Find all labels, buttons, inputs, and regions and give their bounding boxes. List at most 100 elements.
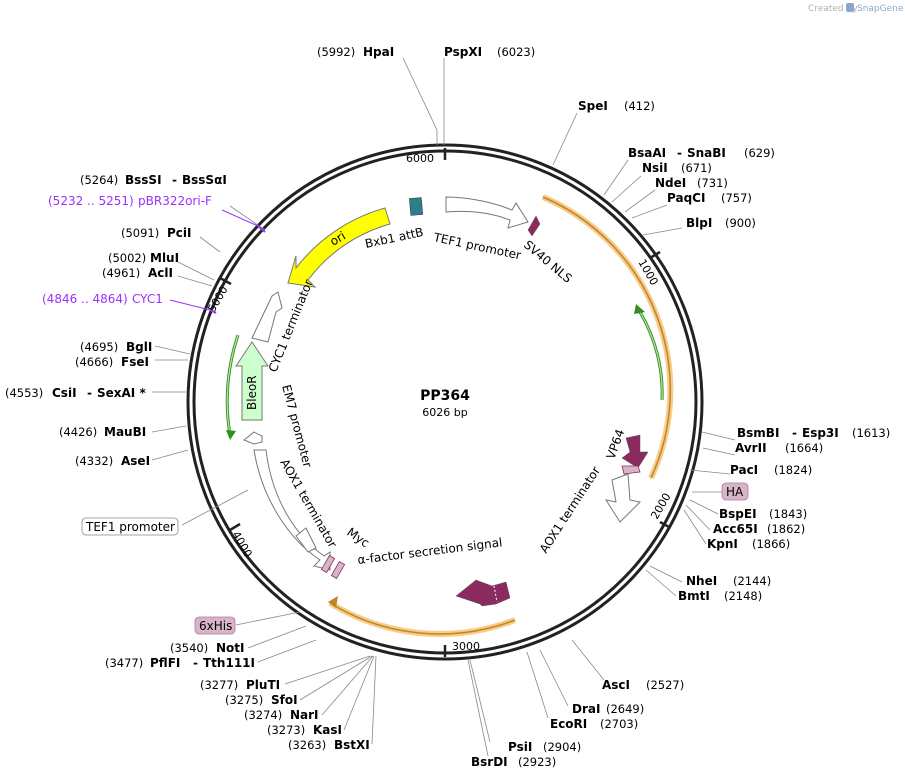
enzyme-mlui: MluI xyxy=(150,251,179,265)
enzyme-pspxi-pos: (6023) xyxy=(497,45,535,59)
tef1-promoter-box xyxy=(81,517,179,536)
enzyme-paqci-pos: (757) xyxy=(721,191,752,205)
backbone-outer xyxy=(186,143,704,661)
enzyme-bgli: BglI xyxy=(126,340,152,354)
enzyme-ndei-pos: (731) xyxy=(697,176,728,190)
enzyme-hpai: HpaI xyxy=(363,45,394,59)
tag-ha-box xyxy=(721,482,749,501)
enzyme-acli-pos: (4961) xyxy=(102,266,140,280)
feature-myc-label: Myc xyxy=(344,525,372,550)
feature-cyc1-terminator xyxy=(251,291,283,343)
tick-4000: 4000 xyxy=(229,529,254,560)
enzyme-bsmbi-pos: (1613) xyxy=(852,426,890,440)
tag-6xhis: 6xHis xyxy=(199,619,232,633)
feature-cyc1-label: CYC1 terminator xyxy=(266,278,316,375)
green-arrow-left xyxy=(225,334,240,436)
enzyme-pcii-pos: (5091) xyxy=(121,226,159,240)
leader-lines xyxy=(151,57,736,757)
enzyme-paci-pos: (1824) xyxy=(774,463,812,477)
enzyme-bsmbi-sep: - xyxy=(792,426,797,440)
enzyme-psii-pos: (2904) xyxy=(543,740,581,754)
feature-sv40-label: SV40 NLS xyxy=(521,238,575,286)
scale-ticks xyxy=(219,148,670,657)
enzyme-ecori: EcoRI xyxy=(550,717,587,731)
enzyme-spei-pos: (412) xyxy=(624,99,655,113)
enzyme-snabi: SnaBI xyxy=(687,146,726,160)
enzyme-fsei: FseI xyxy=(121,355,149,369)
enzyme-blpi: BlpI xyxy=(686,216,712,230)
enzyme-acc65i: Acc65I xyxy=(713,522,758,536)
enzyme-bsmbi: BsmBI xyxy=(737,426,779,440)
enzyme-bmti-pos: (2148) xyxy=(724,589,762,603)
feature-aox1-right-label: AOX1 terminator xyxy=(537,464,603,556)
primer-pbr322-range: (5232 .. 5251) xyxy=(48,194,134,208)
enzyme-bsaai: BsaAI xyxy=(628,146,666,160)
enzyme-bmti: BmtI xyxy=(678,589,710,603)
tick-6000: 6000 xyxy=(406,152,434,165)
enzyme-acli: AclI xyxy=(148,266,173,280)
feature-tef1-label: TEF1 promoter xyxy=(431,230,522,262)
enzyme-avrii-pos: (1664) xyxy=(785,441,823,455)
enzyme-bsrdi: BsrDI xyxy=(471,755,508,769)
feature-bleor xyxy=(235,341,269,421)
enzyme-blpi-pos: (900) xyxy=(725,216,756,230)
enzyme-sexai: SexAI * xyxy=(97,386,146,400)
enzyme-drai-pos: (2649) xyxy=(606,702,644,716)
enzyme-sfoi-pos: (3275) xyxy=(225,693,263,707)
enzyme-ecori-pos: (2703) xyxy=(600,717,638,731)
enzyme-pflfi-sep: - xyxy=(193,656,198,670)
feature-alpha-factor-label: α-factor secretion signal xyxy=(357,535,503,567)
enzyme-paqci: PaqCI xyxy=(667,191,705,205)
enzyme-pluti-pos: (3277) xyxy=(200,678,238,692)
enzyme-bsssi-sep: - xyxy=(172,173,177,187)
feature-ori-label: ori xyxy=(328,229,349,249)
enzyme-kasi: KasI xyxy=(313,723,342,737)
enzyme-bsaai-sep: - xyxy=(677,146,682,160)
enzyme-noti-pos: (3540) xyxy=(170,641,208,655)
enzyme-acc65i-pos: (1862) xyxy=(767,522,805,536)
enzyme-csii-sep: - xyxy=(87,386,92,400)
enzyme-bsrdi-pos: (2923) xyxy=(518,755,556,769)
enzyme-kpni-pos: (1866) xyxy=(752,537,790,551)
enzyme-nsii-pos: (671) xyxy=(681,161,712,175)
feature-bxb1-attb xyxy=(409,197,424,216)
enzyme-psii: PsiI xyxy=(508,740,532,754)
tef1-promoter-boxed-label: TEF1 promoter xyxy=(85,520,175,534)
enzyme-nhei-pos: (2144) xyxy=(733,574,771,588)
enzyme-asei: AseI xyxy=(121,454,150,468)
enzyme-bstxi-pos: (3263) xyxy=(288,738,326,752)
enzyme-bstxi: BstXI xyxy=(334,738,370,752)
enzyme-paci: PacI xyxy=(730,463,758,477)
feature-tef1-promoter-arrow xyxy=(445,196,529,229)
plasmid-length: 6026 bp xyxy=(422,406,467,419)
enzyme-ndei: NdeI xyxy=(655,176,686,190)
enzyme-kpni: KpnI xyxy=(707,537,738,551)
feature-bleor-label: BleoR xyxy=(245,375,259,410)
enzyme-drai: DraI xyxy=(572,702,600,716)
enzyme-avrii: AvrII xyxy=(735,441,767,455)
feature-vp64-label: VP64 xyxy=(604,427,628,461)
enzyme-asci-pos: (2527) xyxy=(646,678,684,692)
enzyme-nsii: NsiI xyxy=(642,161,668,175)
feature-em7-label: EM7 promoter xyxy=(279,383,315,469)
enzyme-fsei-pos: (4666) xyxy=(75,355,113,369)
enzyme-asci: AscI xyxy=(602,678,630,692)
enzyme-nari-pos: (3274) xyxy=(244,708,282,722)
enzyme-asei-pos: (4332) xyxy=(75,454,113,468)
enzyme-pflfi: PflFI xyxy=(150,656,180,670)
tag-ha: HA xyxy=(726,485,744,499)
enzyme-tth111i: Tth111I xyxy=(203,656,255,670)
enzyme-nhei: NheI xyxy=(686,574,717,588)
enzyme-bspei: BspEI xyxy=(719,507,757,521)
primer-pbr322: pBR322ori-F xyxy=(138,194,212,208)
feature-sv40-nls xyxy=(527,215,541,237)
primer-cyc1: CYC1 xyxy=(132,292,163,306)
enzyme-bgli-pos: (4695) xyxy=(80,340,118,354)
brand-prefix: Created by xyxy=(808,4,858,14)
feature-alpha-factor xyxy=(455,579,511,607)
enzyme-mlui-pos: (5002) xyxy=(108,251,146,265)
enzyme-csii: CsiI xyxy=(52,386,77,400)
enzyme-maubi: MauBI xyxy=(104,425,146,439)
enzyme-noti: NotI xyxy=(216,641,245,655)
